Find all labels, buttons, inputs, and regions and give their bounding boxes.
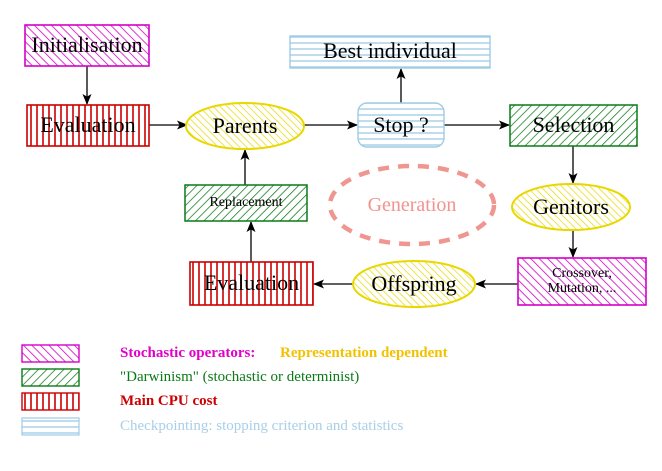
legend-swatch-blue-hatch <box>21 417 80 436</box>
legend-label-representation-dependent: Representation dependent <box>280 345 448 361</box>
legend-label-darwinism: "Darwinism" (stochastic or determinist) <box>120 369 360 385</box>
legend-label-checkpointing: Checkpointing: stopping criterion and st… <box>120 418 404 434</box>
legend-label-stochastic-operators: Stochastic operators: <box>120 345 256 361</box>
node-genitors[interactable] <box>511 183 631 231</box>
node-evaluation-top[interactable] <box>26 104 150 147</box>
node-selection[interactable] <box>509 104 638 147</box>
legend-label-main-cpu-cost: Main CPU cost <box>120 393 218 409</box>
legend-swatch-red-hatch <box>21 392 80 411</box>
node-crossover-mutation[interactable] <box>517 257 647 306</box>
node-parents[interactable] <box>185 102 305 150</box>
node-replacement[interactable] <box>184 184 308 222</box>
node-initialisation[interactable] <box>24 24 150 67</box>
node-stop[interactable] <box>357 102 445 148</box>
node-offspring[interactable] <box>352 260 476 308</box>
node-evaluation-bottom[interactable] <box>189 261 314 306</box>
node-best-individual[interactable] <box>289 35 491 69</box>
legend-swatch-green-hatch <box>21 368 80 387</box>
node-generation <box>327 163 497 247</box>
legend-swatch-magenta-hatch <box>21 344 80 363</box>
